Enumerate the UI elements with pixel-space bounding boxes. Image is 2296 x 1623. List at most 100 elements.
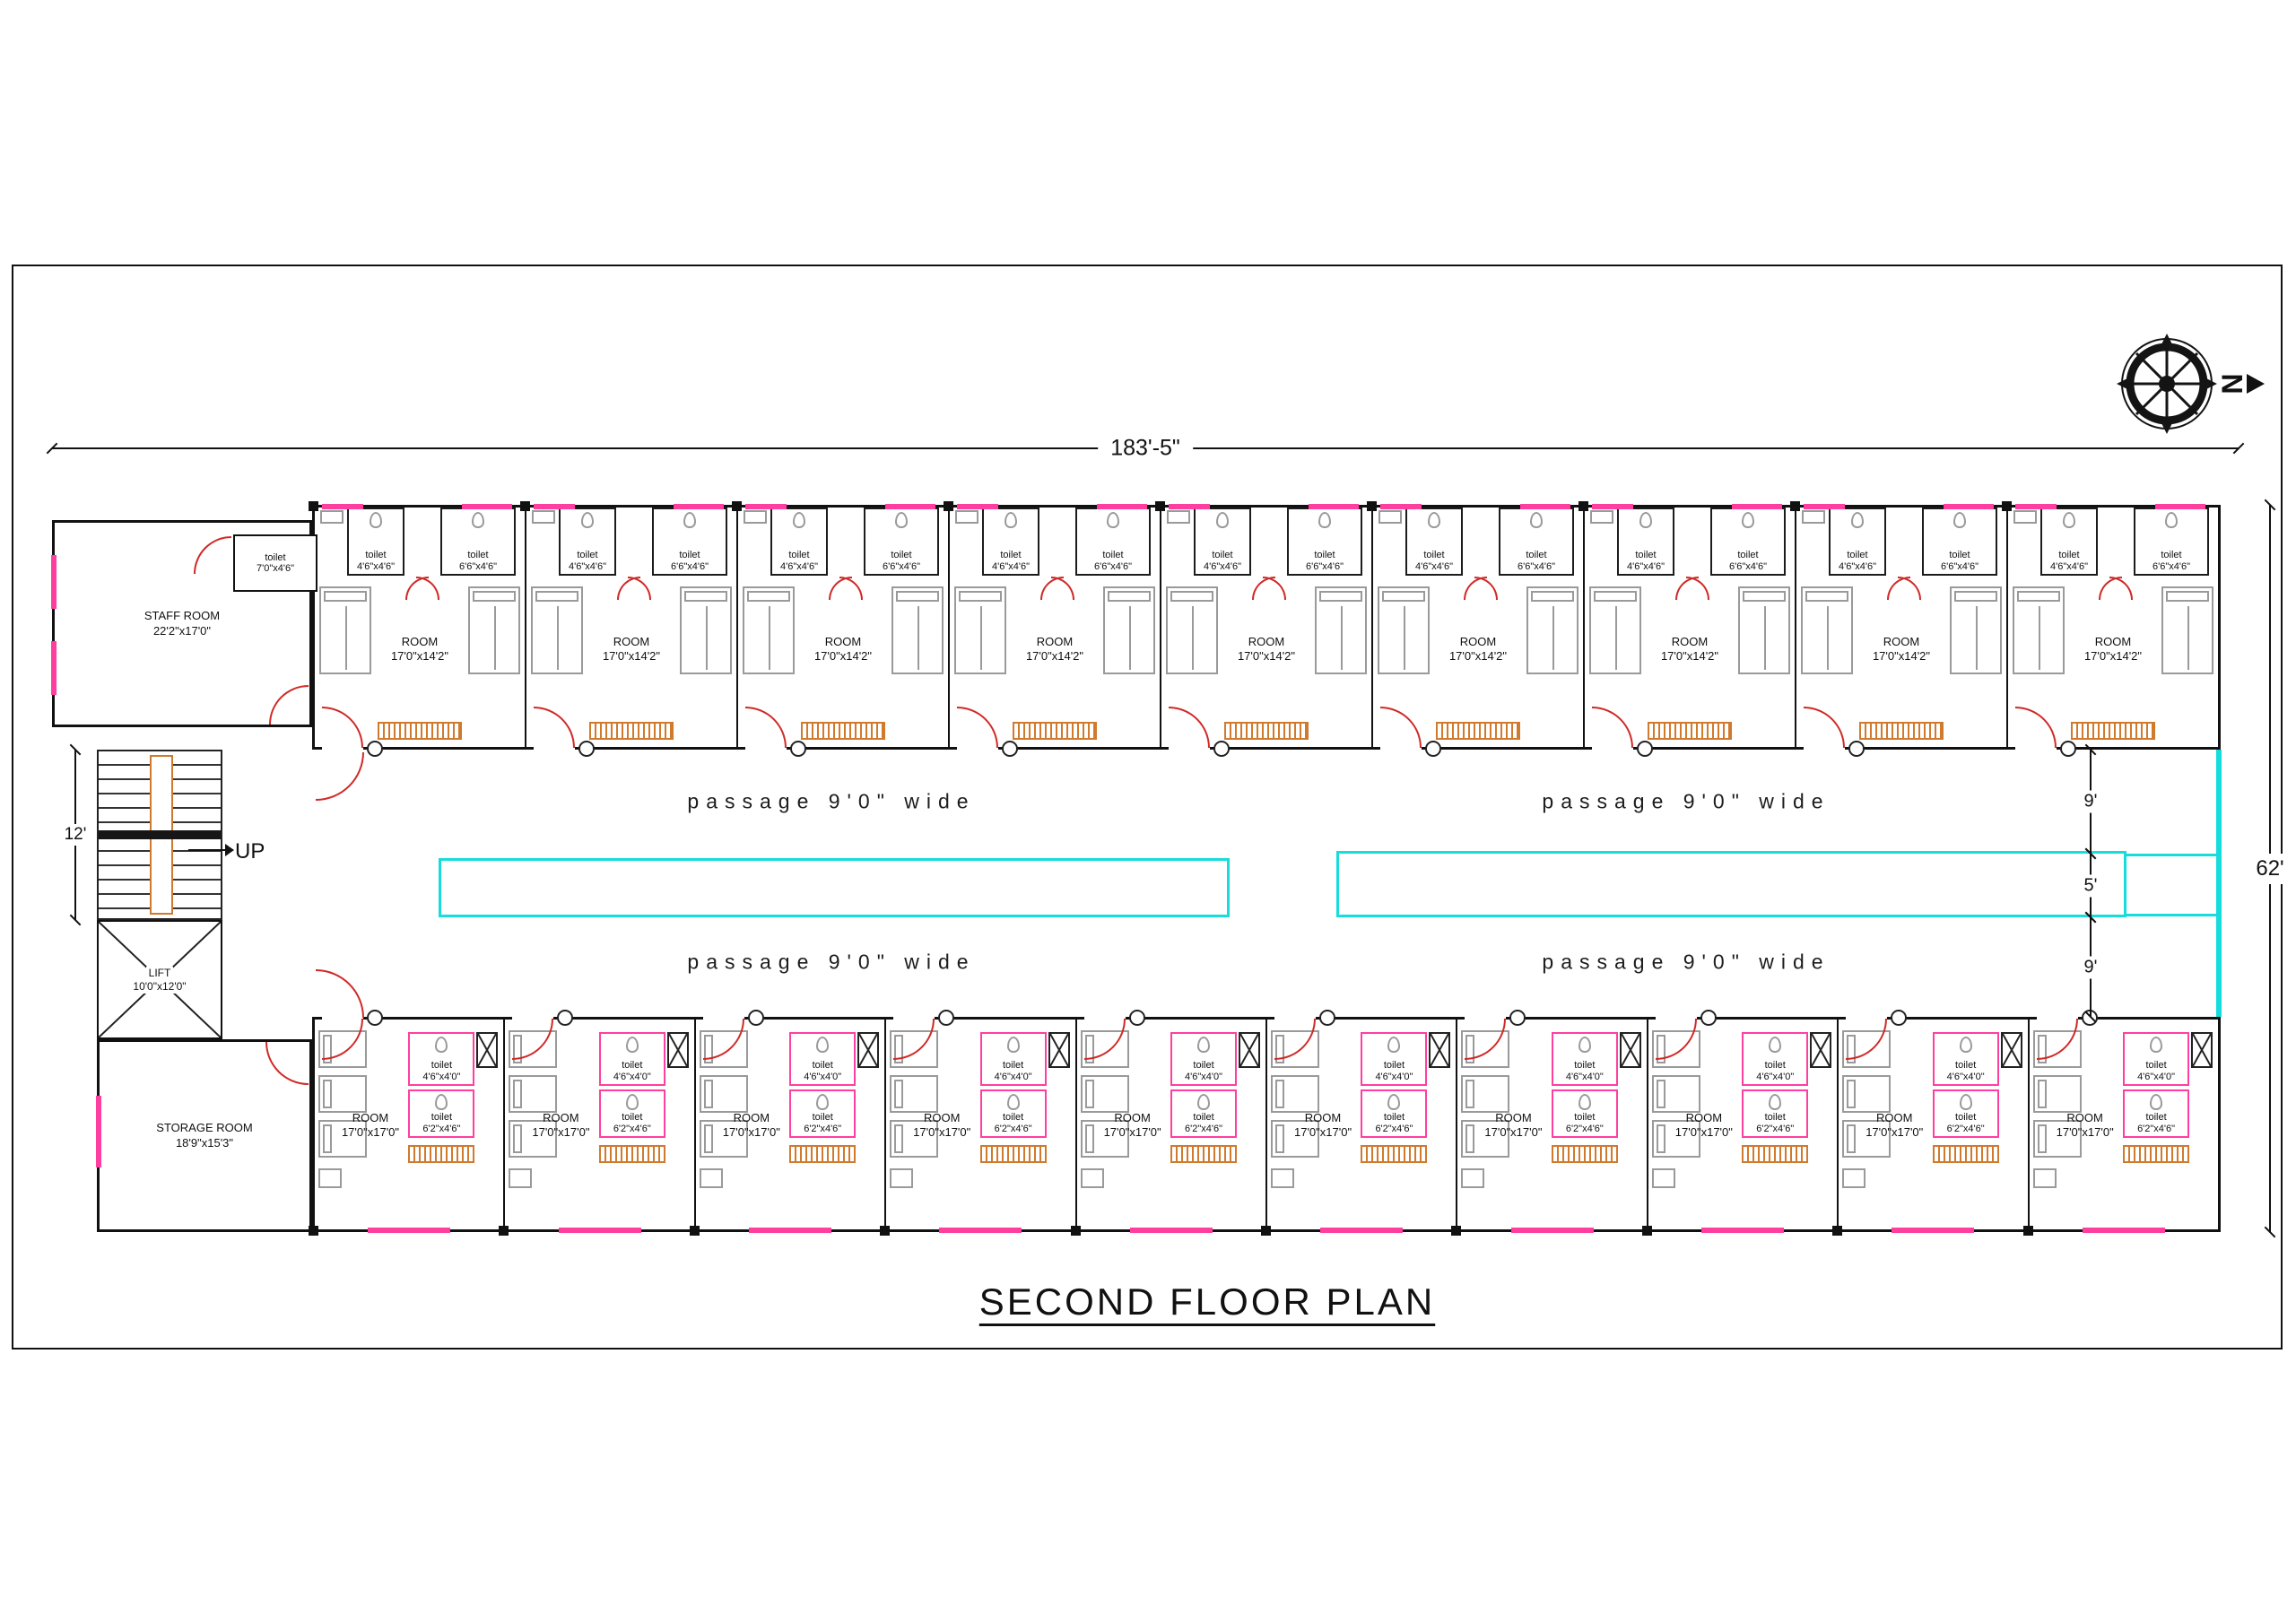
toilet-size: 7'0"x4'6"	[257, 563, 294, 574]
toilet-size: 6'6"x4'6"	[459, 560, 497, 572]
wc-icon	[1851, 512, 1864, 528]
toilet-name: toilet	[1003, 1112, 1024, 1124]
washbasin-icon	[744, 510, 767, 524]
bed-divider-line	[980, 606, 982, 670]
toilet-name: toilet	[1955, 1060, 1977, 1072]
column-icon	[1641, 1226, 1652, 1236]
toilet-name: toilet	[891, 550, 912, 561]
room-size: 17'0"x17'0"	[532, 1125, 590, 1140]
window-icon	[1097, 504, 1147, 509]
bed-divider-line	[1827, 606, 1829, 670]
pillow-line	[1847, 1124, 1857, 1153]
toilet-room-b: toilet 6'6"x4'6"	[1710, 508, 1786, 576]
bed-divider-line	[769, 606, 770, 670]
wc-icon	[1107, 512, 1119, 528]
toilet-room-b: toilet 6'2"x4'6"	[408, 1089, 475, 1138]
toilet-name: toilet	[812, 1112, 833, 1124]
room-name: ROOM	[824, 635, 862, 648]
toilet-room-b: toilet 6'6"x4'6"	[864, 508, 939, 576]
wardrobe-icon	[789, 1145, 857, 1163]
wc-icon	[1318, 512, 1331, 528]
toilet-size: 4'6"x4'6"	[357, 560, 395, 572]
wc-icon	[435, 1037, 448, 1053]
room-label: ROOM 17'0"x17'0"	[1851, 1111, 1937, 1141]
window-icon	[534, 504, 575, 509]
bed-icon	[1461, 1120, 1510, 1158]
lightwell-edge-line	[2124, 914, 2217, 916]
door-arc-icon	[1169, 707, 1210, 748]
toilet-name: toilet	[2161, 550, 2182, 561]
room-name: ROOM	[1883, 635, 1920, 648]
door-opening	[322, 1017, 363, 1020]
room-size: 17'0"x17'0"	[1103, 1125, 1161, 1140]
bed-icon	[680, 586, 732, 674]
pillow-line	[535, 591, 578, 602]
door-arc-icon	[1592, 707, 1633, 748]
toilet-size: 4'6"x4'0"	[2137, 1071, 2176, 1082]
toilet-name: toilet	[1574, 1112, 1596, 1124]
bed-icon	[1271, 1075, 1320, 1113]
column-icon	[880, 1226, 891, 1236]
column-icon	[2002, 501, 2012, 511]
toilet-label: toilet 4'6"x4'0"	[982, 1060, 1045, 1082]
toilet-name: toilet	[365, 550, 387, 561]
room-label: ROOM 17'0"x14'2"	[1796, 635, 2006, 664]
room-size: 22'2"x17'0"	[152, 623, 212, 638]
toilet-size: 6'6"x4'6"	[1729, 560, 1767, 572]
wardrobe-icon	[2123, 1145, 2190, 1163]
window-icon	[322, 504, 363, 509]
room-name: ROOM	[923, 1111, 961, 1124]
toilet-room-b: toilet 6'6"x4'6"	[2134, 508, 2209, 576]
bed-icon	[1378, 586, 1430, 674]
window-icon	[558, 1228, 641, 1233]
column-icon	[732, 501, 742, 511]
bed-icon	[1461, 1075, 1510, 1113]
wc-icon	[1197, 1094, 1211, 1110]
door-opening	[1846, 1017, 1888, 1020]
toilet-room-a: toilet 4'6"x4'6"	[1829, 508, 1886, 576]
room-size: 17'0"x14'2"	[1448, 649, 1508, 664]
north-indicator: N	[2117, 334, 2266, 434]
duct-shaft-icon	[666, 1032, 689, 1068]
door-opening	[1804, 747, 1845, 750]
passage-label: passage 9'0" wide	[1542, 789, 1831, 813]
duct-shaft-icon	[1239, 1032, 1261, 1068]
toilet-name: toilet	[1003, 1060, 1024, 1072]
door-tag-icon	[1700, 1010, 1717, 1026]
window-icon	[749, 1228, 832, 1233]
bed-divider-line	[1615, 606, 1617, 670]
toilet-name: toilet	[1193, 1060, 1214, 1072]
wc-icon	[625, 1037, 639, 1053]
pillow-line	[684, 591, 727, 602]
toilet-label: toilet 4'6"x4'6"	[1407, 550, 1461, 572]
bed-icon	[318, 1075, 367, 1113]
washbasin-icon	[955, 510, 978, 524]
bed-divider-line	[557, 606, 559, 670]
door-arc-icon	[957, 707, 998, 748]
window-icon	[1380, 504, 1422, 509]
toilet-size: 4'6"x4'0"	[1946, 1071, 1985, 1082]
room-label: ROOM 17'0"x17'0"	[1090, 1111, 1176, 1141]
door-arc-icon	[745, 707, 787, 748]
toilet-name: toilet	[679, 550, 700, 561]
guest-room: toilet 4'6"x4'6" toilet 6'6"x4'6"	[520, 501, 738, 757]
washbasin-icon	[2013, 510, 2037, 524]
toilet-size: 6'2"x4'6"	[994, 1123, 1032, 1134]
window-icon	[1944, 504, 1994, 509]
bed-icon	[1080, 1120, 1129, 1158]
wardrobe-icon	[1013, 722, 1097, 740]
toilet-room-a: toilet 4'6"x4'0"	[1932, 1032, 1999, 1086]
room-size: 17'0"x14'2"	[390, 649, 449, 664]
wc-icon	[2063, 512, 2075, 528]
door-opening	[322, 747, 363, 750]
toilet-name: toilet	[1193, 1112, 1214, 1124]
window-icon	[2082, 1228, 2165, 1233]
table-icon	[1651, 1168, 1675, 1188]
wc-icon	[1006, 1037, 1020, 1053]
toilet-size: 6'6"x4'6"	[883, 560, 920, 572]
room-label: ROOM 17'0"x17'0"	[517, 1111, 604, 1141]
bed-divider-line	[1764, 606, 1766, 670]
duct-shaft-icon	[1810, 1032, 1832, 1068]
room-name: ROOM	[1495, 1111, 1532, 1124]
